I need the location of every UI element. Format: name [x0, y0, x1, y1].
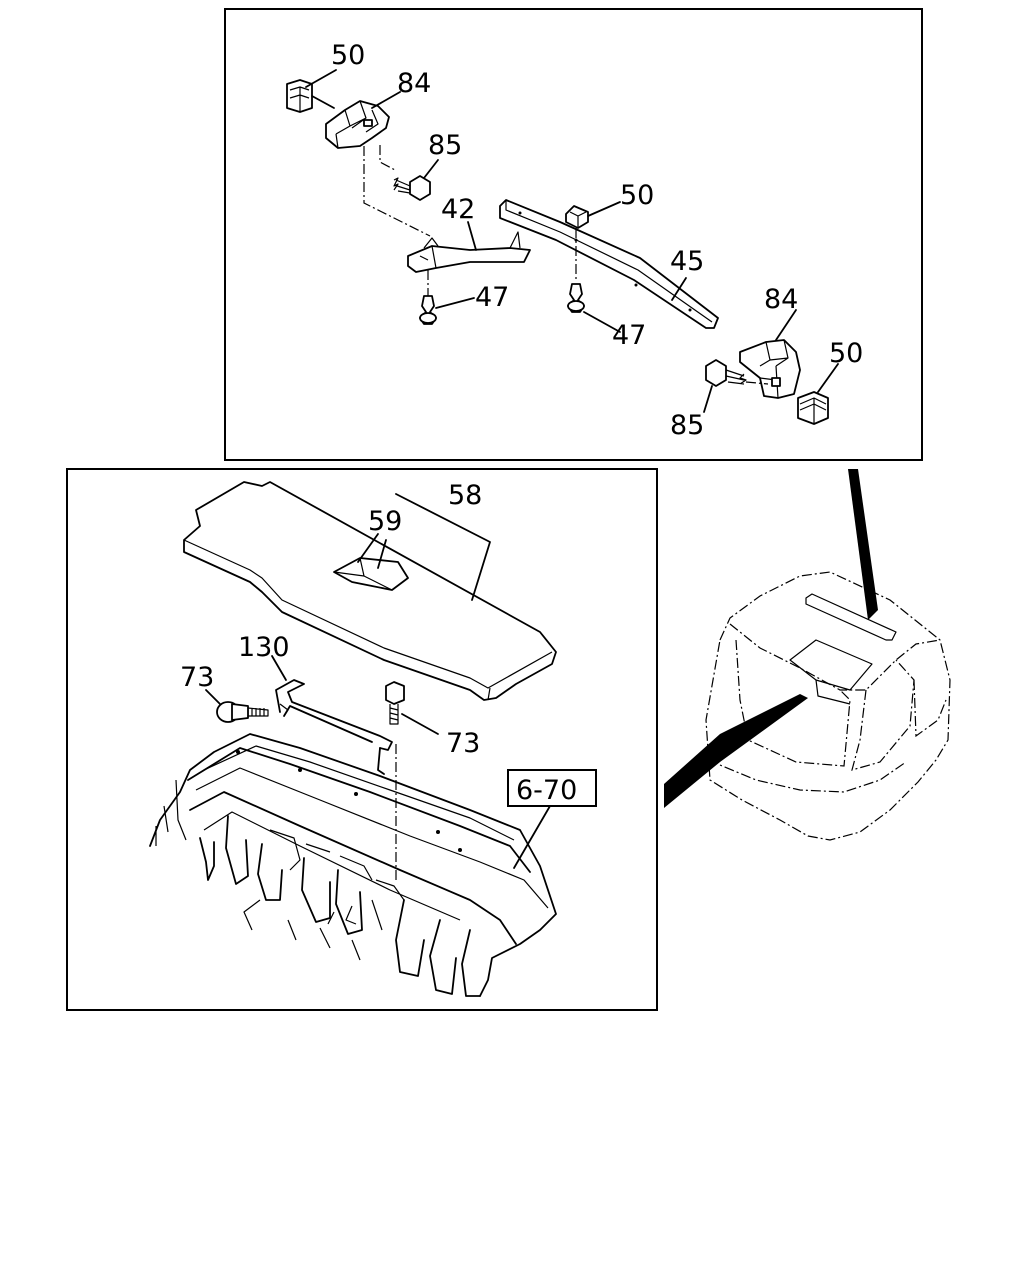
- callout-59: 59: [368, 506, 402, 537]
- clip-47-left: [419, 295, 437, 325]
- reference-6-70: 6-70: [507, 769, 597, 807]
- rail-45: [499, 199, 719, 329]
- callout-85-top-left: 85: [428, 130, 462, 161]
- callout-50-top-left: 50: [331, 40, 365, 71]
- bracket-130: [275, 679, 393, 775]
- callout-47-right: 47: [612, 320, 646, 351]
- clip-47-right: [567, 283, 585, 313]
- cover-panel-58: [183, 481, 557, 701]
- clip-50-top-left: [286, 79, 313, 113]
- callout-73-left: 73: [180, 662, 214, 693]
- callout-84-right: 84: [764, 284, 798, 315]
- bracket-84-top-left: [325, 100, 390, 149]
- callout-47-left: 47: [475, 282, 509, 313]
- reference-6-70-label: 6-70: [516, 775, 577, 806]
- screw-85-top-left: [393, 175, 431, 201]
- callout-58: 58: [448, 480, 482, 511]
- bracket-42: [407, 231, 531, 273]
- top-detail-frame: [224, 8, 923, 461]
- vehicle-cab-overview: [705, 571, 951, 841]
- bolt-73-right: [385, 681, 405, 725]
- callout-85-bottom: 85: [670, 410, 704, 441]
- callout-50-top-mid: 50: [620, 180, 654, 211]
- bolt-73-left: [216, 701, 269, 723]
- callout-50-right: 50: [829, 338, 863, 369]
- body-floor-structure: [149, 733, 557, 997]
- callout-42: 42: [441, 194, 475, 225]
- bottom-detail-frame: [66, 468, 658, 1011]
- screw-85-bottom: [705, 359, 747, 387]
- clip-50-right: [797, 391, 829, 425]
- callout-45: 45: [670, 246, 704, 277]
- bracket-84-right: [739, 339, 801, 399]
- callout-84-top-left: 84: [397, 68, 431, 99]
- callout-130: 130: [238, 632, 290, 663]
- leader-wedge-top: [848, 469, 878, 620]
- leader-wedge-bottom: [664, 694, 808, 808]
- callout-73-right: 73: [446, 728, 480, 759]
- clip-50-top-mid: [565, 205, 589, 229]
